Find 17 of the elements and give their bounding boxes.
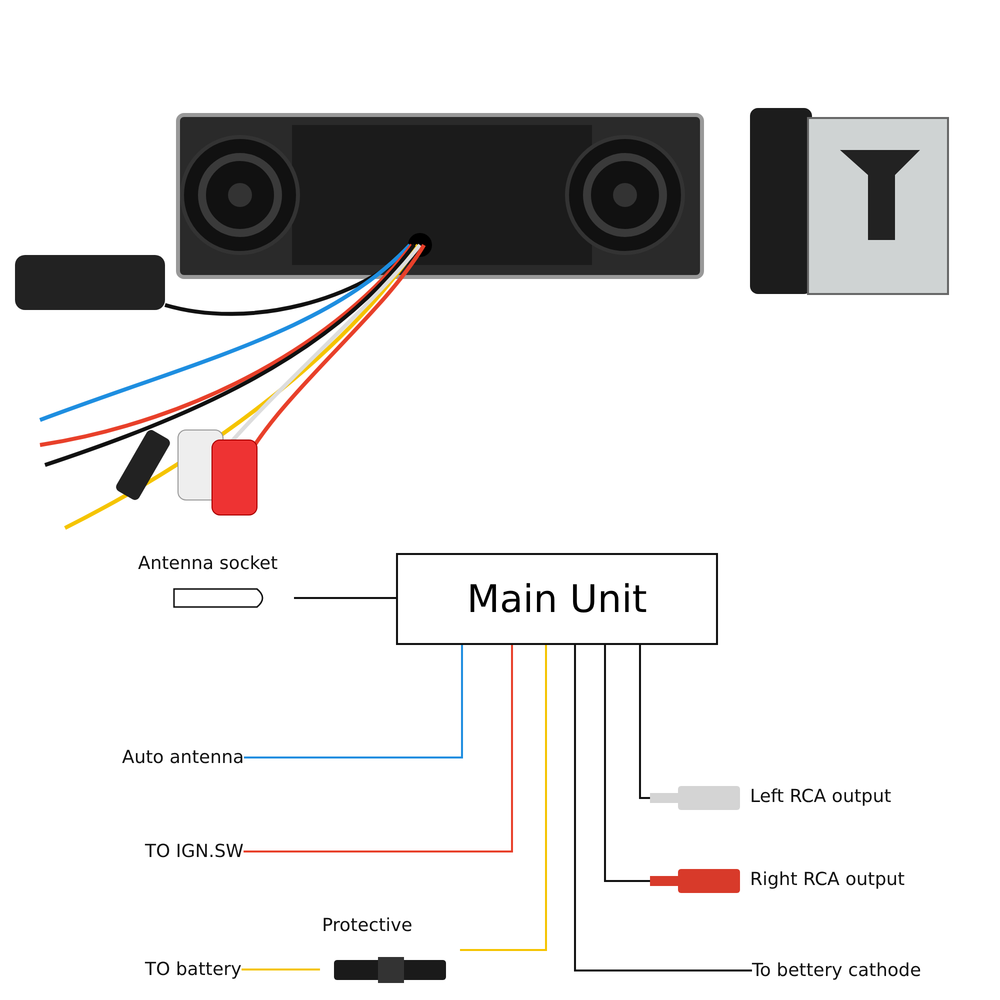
main-unit-box: Main Unit — [396, 553, 718, 645]
wire — [244, 645, 513, 852]
wire — [244, 645, 463, 758]
component-label: Antenna socket — [138, 553, 278, 574]
wire-label: To bettery cathode — [752, 960, 922, 981]
wire — [574, 645, 752, 972]
wire-label: Auto antenna — [122, 747, 244, 768]
wire-label: TO battery — [145, 959, 242, 980]
component-label: Left RCA output — [750, 786, 892, 807]
wire — [604, 645, 650, 882]
component-label: Right RCA output — [750, 869, 905, 890]
wire — [639, 645, 650, 799]
wire — [460, 645, 547, 951]
component-label: Protective — [322, 915, 412, 936]
wire — [294, 597, 396, 599]
wire — [242, 968, 320, 970]
wire-label: TO IGN.SW — [145, 841, 244, 862]
